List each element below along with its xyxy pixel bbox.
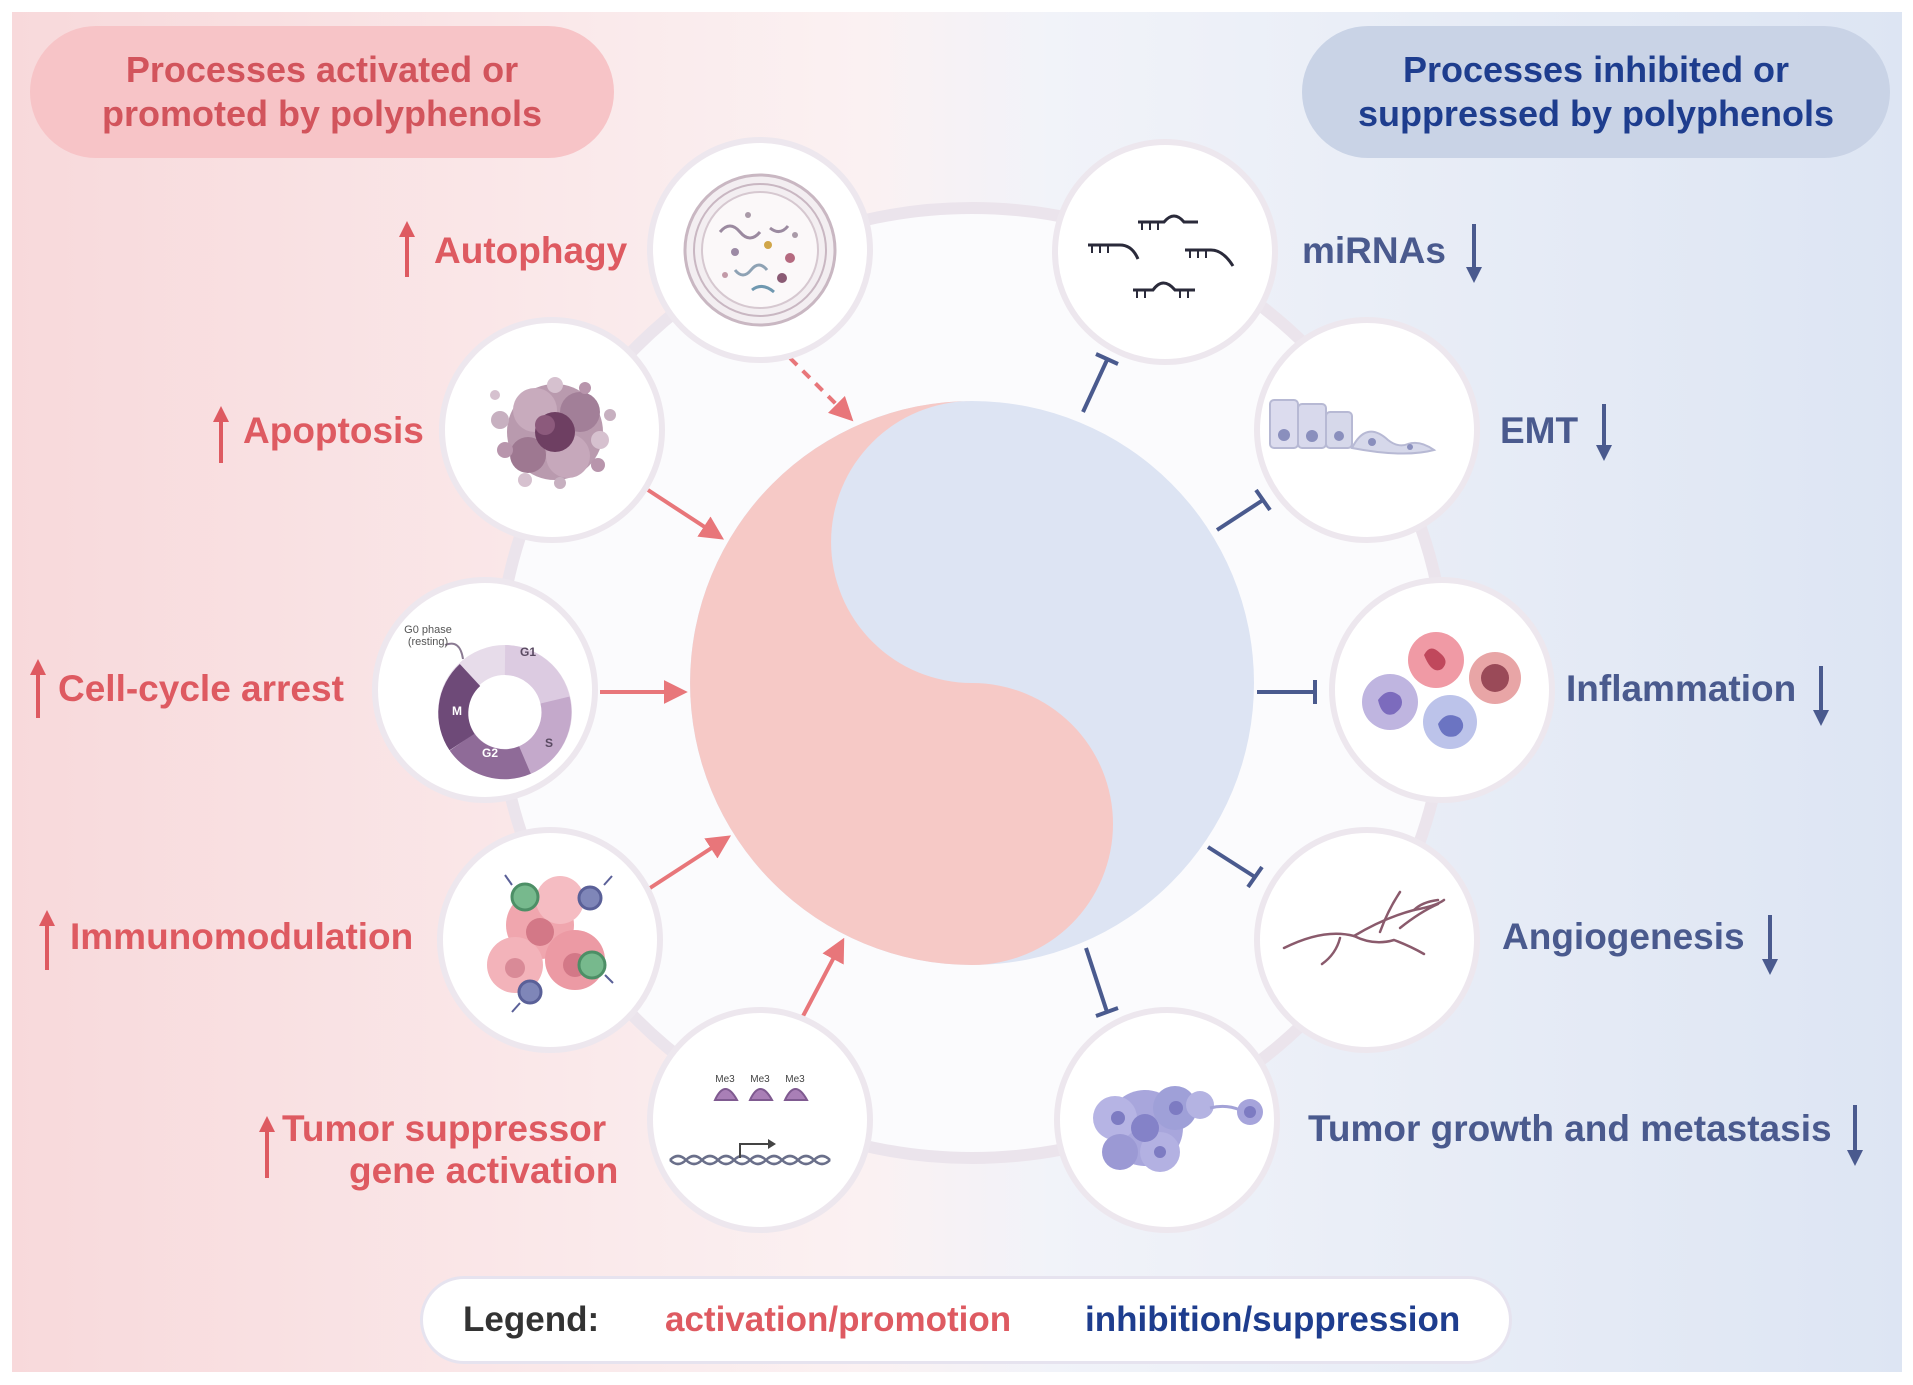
activation-arrows (600, 356, 854, 1019)
tumor-growth-inhibition-bar (1084, 947, 1119, 1018)
label-gene-activation: gene activation (349, 1150, 619, 1191)
emt-inhibition-bar (1215, 488, 1272, 532)
label-angiogenesis: Angiogenesis (1502, 916, 1745, 957)
legend-activation-label: activation/promotion (665, 1300, 1012, 1339)
inhibited-processes-header: Processes inhibited or suppressed by pol… (1302, 26, 1890, 158)
emt-cells-illustration (1269, 399, 1437, 455)
methyl-mark-2: Me3 (750, 1074, 770, 1085)
apoptotic-bodies-illustration (490, 377, 616, 489)
angiogenesis-inhibition-bar (1206, 845, 1264, 889)
cell-cycle-s-label: S (545, 736, 553, 750)
yin-yang-symbol (690, 401, 1254, 965)
inhibition-bars (1081, 352, 1317, 1018)
cell-cycle-g0-label: G0 phase (404, 624, 452, 636)
inflammation-circle (1329, 577, 1555, 803)
immunomodulation-arrow (648, 835, 732, 890)
label-mirnas: miRNAs (1302, 230, 1446, 271)
label-tumor-growth-metastasis: Tumor growth and metastasis (1308, 1108, 1832, 1149)
inflammation-inhibition-bar (1257, 680, 1317, 704)
apoptosis-arrow (646, 488, 725, 540)
cell-cycle-g0-pointer (444, 642, 464, 660)
inflammatory-cells-illustration (1362, 632, 1521, 749)
immune-cells-illustration (487, 874, 614, 1013)
yin-yang-pink-dot (936, 788, 1008, 860)
tumor-suppressor-arrow (800, 937, 845, 1019)
cell-cycle-g2-arc (449, 732, 531, 780)
dna-strand-2 (669, 1154, 831, 1166)
inhibition-indicators (1466, 224, 1863, 1166)
cell-cycle-g0-sublabel: (resting) (408, 636, 448, 648)
autophagy-arrow (788, 356, 854, 422)
mirna-hairpins-illustration (1088, 214, 1235, 298)
label-autophagy: Autophagy (434, 230, 628, 271)
mirna-inhibition-bar (1081, 352, 1119, 413)
gene-activation-illustration: Me3 Me3 Me3 (669, 1074, 831, 1166)
inhibited-processes-header-text: Processes inhibited or suppressed by pol… (1357, 49, 1835, 134)
cell-cycle-wheel: G0 phase (resting) G1 S G2 M (404, 624, 572, 780)
label-emt: EMT (1500, 410, 1579, 451)
methyl-mark-3: Me3 (785, 1074, 805, 1085)
blood-vessels-illustration (1282, 890, 1446, 966)
label-cell-cycle-arrest: Cell-cycle arrest (58, 668, 344, 709)
autophagosome-illustration (683, 173, 837, 327)
label-apoptosis: Apoptosis (243, 410, 424, 451)
activated-processes-header: Processes activated or promoted by polyp… (30, 26, 614, 158)
cell-cycle-m-label: M (452, 704, 462, 718)
cell-cycle-g1-label: G1 (520, 645, 536, 659)
mirna-circle (1052, 139, 1278, 365)
cell-cycle-m-arc (438, 663, 481, 751)
legend-inhibition-label: inhibition/suppression (1085, 1300, 1461, 1339)
cell-cycle-s-arc (518, 696, 572, 774)
yin-yang-blue-dot (936, 506, 1008, 578)
tumor-suppressor-circle (647, 1007, 873, 1233)
transcription-start-arrow (739, 1143, 768, 1158)
legend-title: Legend: (463, 1300, 600, 1339)
histone-marks (713, 1088, 809, 1101)
label-immunomodulation: Immunomodulation (70, 916, 414, 957)
activated-processes-header-text: Processes activated or promoted by polyp… (101, 49, 542, 134)
label-inflammation: Inflammation (1566, 668, 1797, 709)
label-tumor-suppressor: Tumor suppressor (282, 1108, 607, 1149)
methyl-mark-1: Me3 (715, 1074, 735, 1085)
cell-cycle-g2-label: G2 (482, 746, 498, 760)
tumor-mass-illustration (1093, 1086, 1263, 1172)
legend-box: Legend: activation/promotion inhibition/… (420, 1276, 1512, 1364)
emt-circle (1254, 317, 1480, 543)
cell-cycle-g1-arc (504, 645, 570, 705)
